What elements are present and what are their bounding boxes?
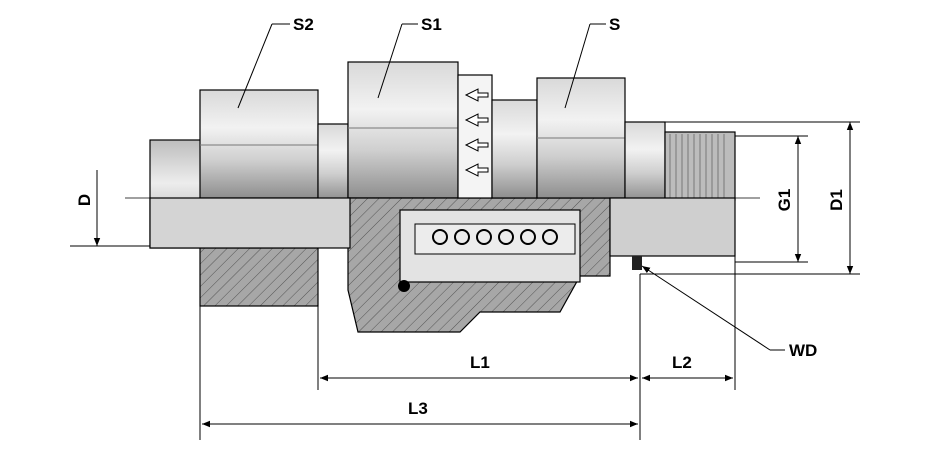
- label-d: D: [75, 194, 94, 206]
- label-wd: WD: [789, 341, 817, 360]
- seal-ring: [632, 256, 642, 270]
- valve-spring: [398, 209, 581, 292]
- label-l2: L2: [672, 353, 692, 372]
- label-g1: G1: [775, 189, 794, 212]
- label-s1: S1: [421, 15, 442, 34]
- leader-s2: [237, 23, 273, 109]
- label-s: S: [609, 15, 620, 34]
- sleeve: [317, 123, 349, 201]
- collar: [491, 99, 538, 199]
- flow-arrow-ring: [457, 74, 493, 199]
- leader-s: [564, 23, 591, 109]
- leader-wd: [641, 265, 771, 351]
- label-l3: L3: [408, 399, 428, 418]
- label-d1: D1: [827, 189, 846, 211]
- nut-s2: [199, 89, 319, 307]
- tube-section: [149, 197, 351, 249]
- label-s2: S2: [293, 15, 314, 34]
- label-l1: L1: [470, 353, 490, 372]
- nut-s: [536, 77, 626, 199]
- leader-s1: [377, 23, 403, 99]
- threaded-stud: [609, 121, 736, 257]
